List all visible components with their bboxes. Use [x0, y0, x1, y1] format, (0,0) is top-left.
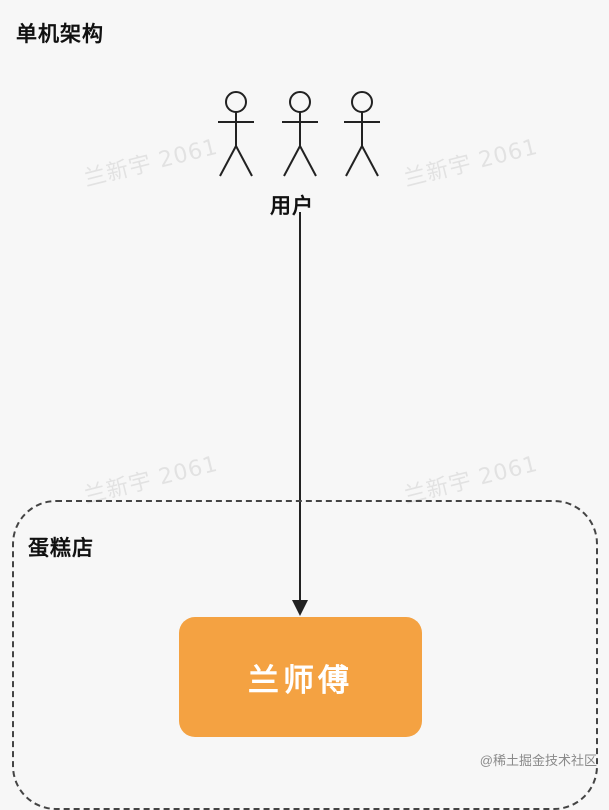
request-arrow — [292, 212, 308, 616]
user-icon — [282, 91, 318, 177]
diagram-title: 单机架构 — [16, 22, 104, 46]
watermark-2: 兰新宇 2061 — [401, 134, 541, 193]
users-label: 用户 — [270, 194, 314, 218]
user-icon — [344, 91, 380, 177]
watermark-1: 兰新宇 2061 — [81, 134, 221, 193]
bakery-label: 蛋糕店 — [28, 536, 94, 560]
chef-node-label: 兰师傅 — [248, 662, 353, 699]
users-group — [218, 91, 380, 177]
user-icon — [218, 91, 254, 177]
site-credit: @稀土掘金技术社区 — [479, 753, 597, 768]
chef-node: 兰师傅 — [179, 617, 422, 737]
